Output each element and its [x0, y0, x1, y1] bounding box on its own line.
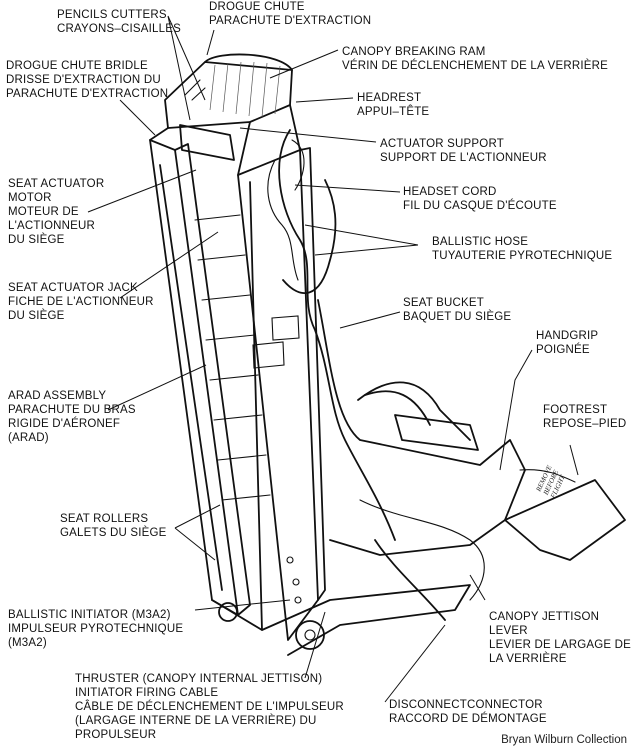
headrest-and-drogue: [149, 53, 301, 176]
label-headrest: HEADREST APPUI–TÊTE: [357, 91, 429, 119]
label-line: (M3A2): [8, 637, 47, 649]
label-line: HANDGRIP: [536, 330, 599, 342]
seat-bucket-shape: [317, 299, 526, 556]
label-line: BALLISTIC HOSE: [432, 236, 529, 248]
label-line: LA VERRIÈRE: [489, 653, 567, 665]
label-handgrip: HANDGRIP POIGNÉE: [536, 329, 598, 357]
label-line: VÉRIN DE DÉCLENCHEMENT DE LA VERRIÈRE: [342, 60, 608, 72]
label-pencils-cutters: PENCILS CUTTERS CRAYONS–CISAILLES: [57, 8, 181, 36]
label-line: PROPULSEUR: [75, 729, 157, 741]
label-line: LEVER: [489, 625, 528, 637]
label-line: CRAYONS–CISAILLES: [57, 23, 181, 35]
label-line: PENCILS CUTTERS: [57, 9, 167, 21]
label-seat-actuator-jack: SEAT ACTUATOR JACK FICHE DE L'ACTIONNEUR D…: [8, 281, 154, 323]
label-canopy-jettison-lever: CANOPY JETTISON LEVER LEVIER DE LARGAGE DE…: [489, 610, 631, 666]
label-line: SEAT ROLLERS: [60, 513, 149, 525]
label-line: SUPPORT DE L'ACTIONNEUR: [380, 152, 547, 164]
label-line: DU SIÈGE: [8, 234, 65, 246]
label-line: APPUI–TÊTE: [357, 106, 430, 118]
label-line: CANOPY JETTISON: [489, 611, 600, 623]
footrest-shape: [504, 469, 626, 561]
label-line: MOTEUR DE: [8, 206, 79, 218]
label-line: GALETS DU SIÈGE: [60, 527, 167, 539]
label-line: POIGNÉE: [536, 344, 590, 356]
label-line: CANOPY BREAKING RAM: [342, 46, 486, 58]
leader-lines: [87, 15, 579, 703]
label-line: REPOSE–PIED: [543, 418, 627, 430]
label-drogue-chute: DROGUE CHUTE PARACHUTE D'EXTRACTION: [209, 0, 371, 28]
label-line: DISCONNECTCONNECTOR: [389, 699, 543, 711]
seat-frame-rails: [149, 139, 326, 641]
label-line: PARACHUTE D'EXTRACTION: [209, 15, 372, 27]
label-line: ARAD ASSEMBLY: [8, 390, 107, 402]
label-line: DU SIÈGE: [8, 310, 65, 322]
label-line: DRISSE D'EXTRACTION DU: [6, 74, 161, 86]
label-line: FIL DU CASQUE D'ÉCOUTE: [403, 200, 557, 212]
label-disconnect-connector: DISCONNECTCONNECTOR RACCORD DE DÉMONTAGE: [389, 698, 547, 726]
label-line: ACTUATOR SUPPORT: [380, 138, 504, 150]
label-ballistic-hose: BALLISTIC HOSE TUYAUTERIE PYROTECHNIQUE: [432, 235, 612, 263]
label-headset-cord: HEADSET CORD FIL DU CASQUE D'ÉCOUTE: [403, 185, 557, 213]
label-line: HEADREST: [357, 92, 422, 104]
label-line: SEAT BUCKET: [403, 297, 485, 309]
label-line: INITIATOR FIRING CABLE: [75, 687, 219, 699]
label-line: FICHE DE L'ACTIONNEUR: [8, 296, 154, 308]
label-line: RIGIDE D'AÉRONEF: [8, 418, 121, 430]
label-line: SEAT ACTUATOR JACK: [8, 282, 138, 294]
label-line: (ARAD): [8, 432, 49, 444]
label-line: CÂBLE DE DÉCLENCHEMENT DE L'IMPULSEUR: [75, 701, 344, 713]
label-canopy-breaking-ram: CANOPY BREAKING RAM VÉRIN DE DÉCLENCHEMEN…: [342, 45, 608, 73]
label-line: MOTOR: [8, 192, 52, 204]
label-line: DROGUE CHUTE: [209, 1, 305, 13]
label-actuator-support: ACTUATOR SUPPORT SUPPORT DE L'ACTIONNEUR: [380, 137, 547, 165]
label-seat-actuator-motor: SEAT ACTUATOR MOTOR MOTEUR DE L'ACTIONNEUR D…: [8, 177, 104, 247]
label-ballistic-initiator: BALLISTIC INITIATOR (M3A2) IMPULSEUR PYRO…: [8, 608, 183, 650]
base-and-rollers: [211, 556, 471, 656]
label-line: L'ACTIONNEUR: [8, 220, 96, 232]
label-arad-assembly: ARAD ASSEMBLY PARACHUTE DU BRAS RIGIDE D'A…: [8, 389, 136, 445]
label-line: BAQUET DU SIÈGE: [403, 311, 512, 323]
label-line: THRUSTER (CANOPY INTERNAL JETTISON): [75, 673, 323, 685]
label-line: PARACHUTE DU BRAS: [8, 404, 136, 416]
label-line: FOOTREST: [543, 404, 608, 416]
label-line: (LARGAGE INTERNE DE LA VERRIÈRE) DU: [75, 715, 317, 727]
credit-line: Bryan Wilburn Collection: [501, 734, 627, 746]
label-line: DROGUE CHUTE BRIDLE: [6, 60, 148, 72]
label-line: TUYAUTERIE PYROTECHNIQUE: [432, 250, 613, 262]
label-line: SEAT ACTUATOR: [8, 178, 105, 190]
label-line: PARACHUTE D'EXTRACTION: [6, 88, 169, 100]
label-line: RACCORD DE DÉMONTAGE: [389, 713, 547, 725]
label-line: IMPULSEUR PYROTECHNIQUE: [8, 623, 184, 635]
label-seat-rollers: SEAT ROLLERS GALETS DU SIÈGE: [60, 512, 167, 540]
label-line: HEADSET CORD: [403, 186, 497, 198]
label-thruster: THRUSTER (CANOPY INTERNAL JETTISON) INITI…: [75, 672, 344, 742]
label-line: LEVIER DE LARGAGE DE: [489, 639, 632, 651]
label-drogue-chute-bridle: DROGUE CHUTE BRIDLE DRISSE D'EXTRACTION D…: [6, 59, 168, 101]
label-line: BALLISTIC INITIATOR (M3A2): [8, 609, 171, 621]
label-footrest: FOOTREST REPOSE–PIED: [543, 403, 626, 431]
label-seat-bucket: SEAT BUCKET BAQUET DU SIÈGE: [403, 296, 511, 324]
cables-and-hoses: [267, 129, 485, 621]
